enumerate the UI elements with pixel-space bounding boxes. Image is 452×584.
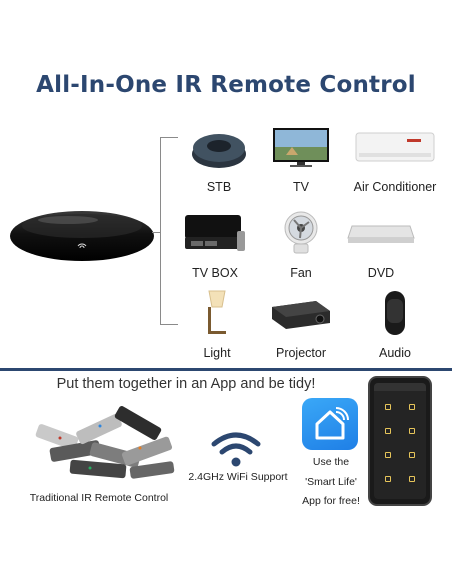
- phone-mockup: [368, 376, 432, 506]
- phone-grid-cell: [402, 445, 422, 467]
- tv-box-icon: [185, 215, 245, 251]
- device-glyph-icon: [385, 404, 391, 410]
- device-glyph-icon: [385, 428, 391, 434]
- dvd-icon: [347, 225, 415, 243]
- remotes-label: Traditional IR Remote Control: [29, 492, 169, 504]
- device-fan: Fan: [246, 208, 356, 280]
- fan-icon: [284, 211, 318, 254]
- phone-grid-cell: [378, 469, 398, 491]
- app-text-line2: 'Smart Life': [305, 476, 357, 488]
- page-title: All-In-One IR Remote Control: [36, 72, 416, 98]
- home-icon: [315, 407, 349, 440]
- device-label: Fan: [290, 266, 312, 280]
- device-glyph-icon: [385, 452, 391, 458]
- device-label: Light: [203, 346, 231, 360]
- app-text-line1: Use the: [312, 456, 350, 468]
- device-label: DVD: [367, 266, 395, 280]
- device-projector: Projector: [246, 288, 356, 360]
- device-label: Projector: [275, 346, 327, 360]
- device-stb: STB: [164, 122, 274, 194]
- ir-hub-image: [10, 211, 154, 261]
- device-air-conditioner: Air Conditioner: [340, 122, 450, 194]
- tv-icon: [273, 128, 329, 167]
- phone-grid-cell: [402, 421, 422, 443]
- tagline: Put them together in an App and be tidy!: [56, 376, 316, 392]
- phone-device-grid: [374, 395, 426, 493]
- device-audio: Audio: [340, 288, 450, 360]
- remotes-pile-image: [35, 406, 175, 479]
- phone-grid-cell: [378, 421, 398, 443]
- device-bracket: [160, 137, 178, 325]
- device-dvd: DVD: [326, 208, 436, 280]
- air-conditioner-icon: [355, 132, 435, 162]
- phone-screen: [374, 383, 426, 499]
- stb-icon: [192, 134, 246, 168]
- light-icon: [208, 290, 226, 334]
- audio-icon: [385, 291, 405, 335]
- device-label: Audio: [379, 346, 411, 360]
- smart-life-app-icon: [302, 398, 358, 450]
- device-glyph-icon: [409, 404, 415, 410]
- device-glyph-icon: [385, 476, 391, 482]
- device-glyph-icon: [409, 476, 415, 482]
- phone-grid-cell: [378, 397, 398, 419]
- device-glyph-icon: [409, 428, 415, 434]
- device-label: TV BOX: [192, 266, 238, 280]
- device-label: Air Conditioner: [353, 180, 437, 194]
- section-divider: [0, 368, 452, 371]
- wifi-icon: [211, 432, 261, 467]
- projector-icon: [272, 301, 330, 329]
- bracket-connector: [152, 232, 161, 233]
- device-tv: TV: [246, 122, 356, 194]
- phone-grid-cell: [402, 469, 422, 491]
- device-glyph-icon: [409, 452, 415, 458]
- device-light: Light: [162, 288, 272, 360]
- device-label: TV: [293, 180, 309, 194]
- phone-topbar: [374, 383, 426, 391]
- app-text-line3: App for free!: [302, 495, 360, 507]
- phone-grid-cell: [378, 445, 398, 467]
- wifi-label: 2.4GHz WiFi Support: [188, 471, 288, 483]
- device-tv-box: TV BOX: [160, 208, 270, 280]
- device-label: STB: [206, 180, 232, 194]
- phone-grid-cell: [402, 397, 422, 419]
